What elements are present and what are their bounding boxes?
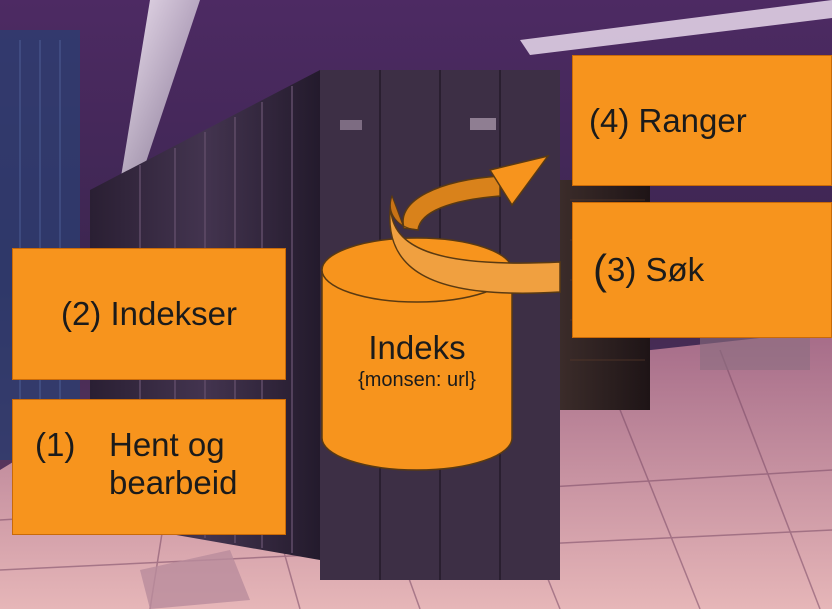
step-hent-line2: bearbeid	[109, 463, 238, 501]
step-sok-paren: (	[593, 246, 607, 293]
step-hent-box: (1) Hent og bearbeid	[12, 399, 286, 535]
step-hent-line1: Hent og	[109, 426, 225, 463]
index-subtitle: {monsen: url}	[358, 369, 476, 392]
step-indekser-label: (2) Indekser	[60, 295, 238, 333]
step-hent-text: Hent og bearbeid	[109, 426, 237, 502]
step-sok-label: 3) Søk	[607, 251, 705, 288]
index-label: Indeks {monsen: url}	[322, 329, 512, 392]
step-ranger-label: (4) Ranger	[589, 101, 747, 139]
step-ranger-box: (4) Ranger	[572, 55, 832, 186]
index-title: Indeks	[368, 329, 466, 366]
step-sok-box: (3) Søk	[572, 202, 832, 338]
step-hent-number: (1)	[35, 426, 76, 463]
step-indekser-box: (2) Indekser	[12, 248, 286, 380]
